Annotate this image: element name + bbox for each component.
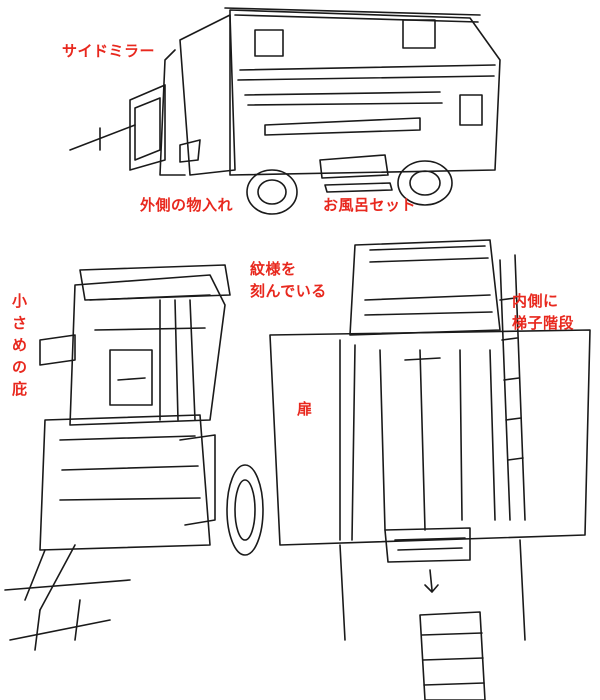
annotation-outer-storage: 外側の物入れ: [140, 196, 234, 214]
wagon-side-view-sketch: [69, 7, 501, 215]
annotation-carved-pattern: 紋様を 刻んでいる: [250, 260, 327, 300]
wagon-rear-view-sketch: [269, 239, 591, 700]
annotation-inner-ladder: 内側に 梯子階段: [512, 292, 575, 332]
annotation-small-eaves: 小 さ め の 庇: [12, 292, 28, 398]
wagon-front-view-sketch: [4, 264, 264, 651]
annotation-side-mirror: サイドミラー: [62, 42, 156, 60]
annotation-door: 扉: [297, 400, 313, 418]
annotation-bath-set: お風呂セット: [323, 196, 417, 214]
